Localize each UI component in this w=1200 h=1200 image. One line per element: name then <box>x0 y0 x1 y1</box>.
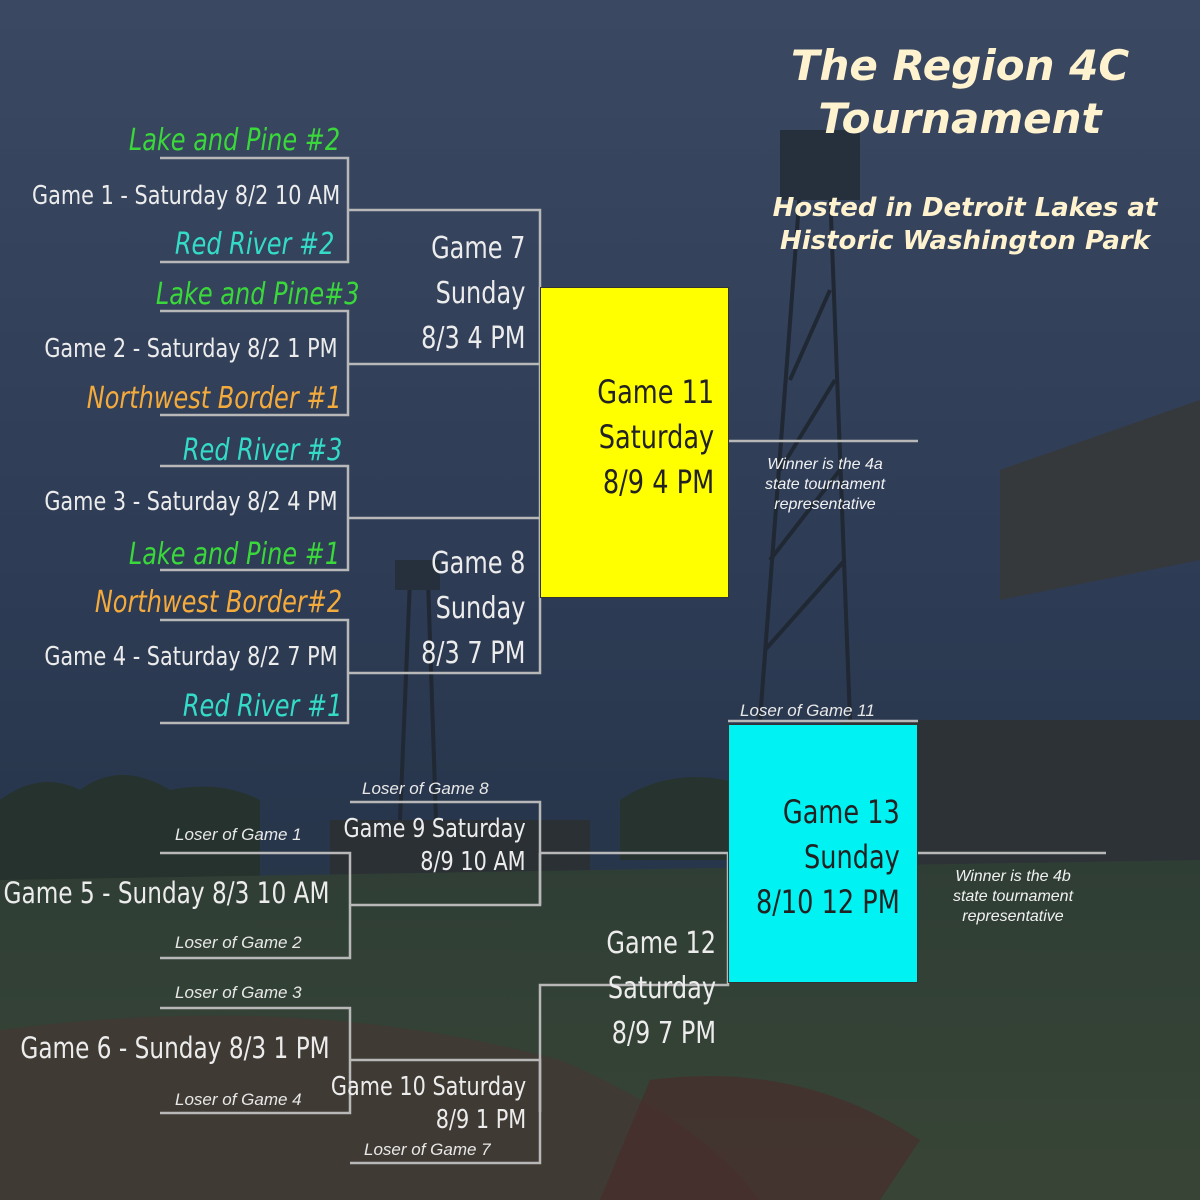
title-line-1: The Region 4C <box>790 41 1130 90</box>
title-line-2: Tournament <box>818 93 1102 143</box>
game-1-label: Game 1 - Saturday 8/2 10 AM <box>31 181 340 211</box>
game-12-line-3: 8/9 7 PM <box>611 1016 716 1051</box>
game-9-line-2: 8/9 10 AM <box>420 846 526 877</box>
game-13-line-3: 8/10 12 PM <box>756 882 900 921</box>
game-5-label: Game 5 - Sunday 8/3 10 AM <box>3 876 330 910</box>
winner-4a-line-1: Winner is the 4a <box>767 456 883 473</box>
subtitle-line-2: Historic Washington Park <box>779 225 1151 256</box>
team-g1-bottom: Red River #2 <box>174 227 335 262</box>
game-8-line-2: Sunday <box>435 591 525 626</box>
loser-of-game-7: Loser of Game 7 <box>364 1140 491 1159</box>
game-11-line-2: Saturday <box>598 417 714 456</box>
game-13-line-2: Sunday <box>804 837 900 876</box>
winner-4a-line-3: representative <box>774 496 876 513</box>
loser-of-game-3: Loser of Game 3 <box>175 983 302 1002</box>
game-13-box <box>728 724 918 983</box>
game-4-label: Game 4 - Saturday 8/2 7 PM <box>44 642 338 672</box>
game-12-line-1: Game 12 <box>606 926 716 961</box>
page-title: The Region 4C Tournament <box>730 40 1190 145</box>
page-subtitle: Hosted in Detroit Lakes at Historic Wash… <box>730 192 1200 257</box>
game-11-line-1: Game 11 <box>597 373 714 411</box>
winner-4b-line-3: representative <box>962 908 1064 925</box>
team-g4-top: Northwest Border#2 <box>94 585 342 620</box>
game-9-line-1: Game 9 Saturday <box>343 814 526 844</box>
loser-of-game-8: Loser of Game 8 <box>362 779 489 798</box>
game-7-line-3: 8/3 4 PM <box>420 321 525 356</box>
winner-4b-line-1: Winner is the 4b <box>955 868 1071 885</box>
game-3-label: Game 3 - Saturday 8/2 4 PM <box>44 487 338 517</box>
team-g2-bottom: Northwest Border #1 <box>87 381 342 416</box>
loser-of-game-4: Loser of Game 4 <box>175 1090 302 1109</box>
winner-4a-line-2: state tournament <box>764 476 886 493</box>
loser-of-game-1: Loser of Game 1 <box>175 825 302 844</box>
winner-4b-line-2: state tournament <box>952 888 1074 905</box>
game-2-label: Game 2 - Saturday 8/2 1 PM <box>44 334 338 364</box>
game-7-line-1: Game 7 <box>430 231 525 266</box>
winner-4b-note: Winner is the 4b state tournament repres… <box>923 867 1103 927</box>
team-g3-top: Red River #3 <box>182 433 343 468</box>
team-g3-bottom: Lake and Pine #1 <box>128 537 340 572</box>
game-8-line-3: 8/3 7 PM <box>420 636 525 671</box>
team-g2-top: Lake and Pine#3 <box>156 277 360 312</box>
game-12-label: Game 12 Saturday 8/9 7 PM <box>606 921 716 1056</box>
winner-4a-note: Winner is the 4a state tournament repres… <box>735 455 915 515</box>
game-11-box <box>540 287 729 598</box>
game-13-line-1: Game 13 <box>783 793 900 831</box>
game-10-line-1: Game 10 Saturday <box>330 1072 526 1102</box>
game-10-label: Game 10 Saturday 8/9 1 PM <box>331 1071 526 1136</box>
game-7-label: Game 7 Sunday 8/3 4 PM <box>421 226 525 361</box>
subtitle-line-1: Hosted in Detroit Lakes at <box>772 193 1158 223</box>
loser-of-game-11: Loser of Game 11 <box>740 701 875 720</box>
game-8-line-1: Game 8 <box>430 546 525 581</box>
loser-of-game-2: Loser of Game 2 <box>175 933 302 952</box>
team-g1-top: Lake and Pine #2 <box>128 123 340 158</box>
game-12-line-2: Saturday <box>607 971 716 1006</box>
game-10-line-2: 8/9 1 PM <box>435 1104 526 1135</box>
game-11-line-3: 8/9 4 PM <box>602 462 714 501</box>
game-11-label: Game 11 Saturday 8/9 4 PM <box>597 370 714 504</box>
team-g4-bottom: Red River #1 <box>182 689 343 724</box>
game-7-line-2: Sunday <box>435 276 525 311</box>
game-8-label: Game 8 Sunday 8/3 7 PM <box>421 541 525 676</box>
game-13-label: Game 13 Sunday 8/10 12 PM <box>756 790 900 924</box>
game-9-label: Game 9 Saturday 8/9 10 AM <box>344 813 526 878</box>
game-6-label: Game 6 - Sunday 8/3 1 PM <box>20 1031 330 1065</box>
